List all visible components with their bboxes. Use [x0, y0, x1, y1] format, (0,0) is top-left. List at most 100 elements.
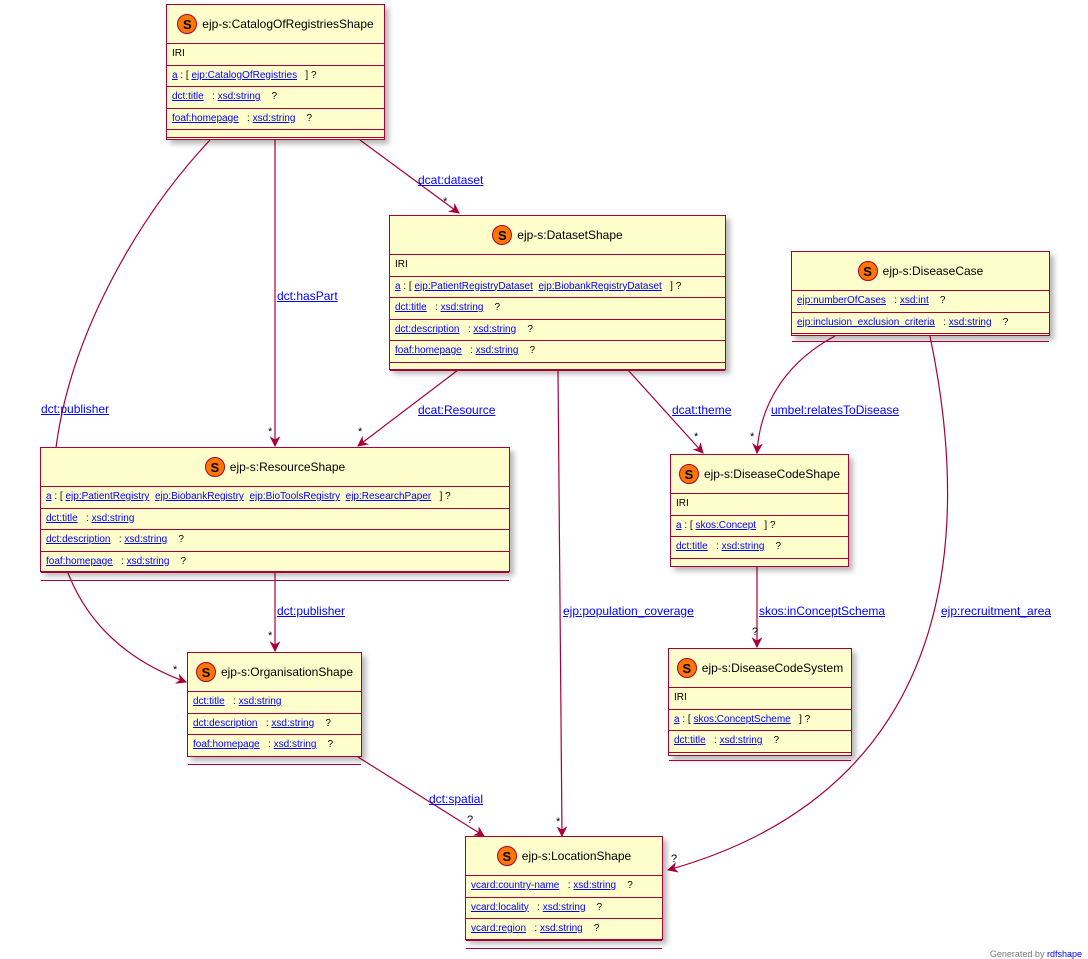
property-name-link[interactable]: vcard:country-name — [471, 880, 560, 891]
shape-s-icon: S — [678, 464, 699, 484]
rdf-type-link[interactable]: a — [46, 491, 52, 502]
property-type-link[interactable]: xsd:string — [273, 739, 317, 750]
property-type-link[interactable]: xsd:string — [217, 91, 261, 102]
type-value-link[interactable]: skos:Concept — [695, 519, 757, 531]
property-row: foaf:homepage : xsd:string ? — [167, 109, 384, 130]
property-type-link[interactable]: xsd:string — [475, 345, 519, 356]
node-divider — [671, 559, 848, 567]
card-dcat-resource: * — [358, 426, 363, 438]
property-name-link[interactable]: vcard:region — [471, 923, 527, 934]
node-title: ejp-s:DiseaseCodeShape — [703, 467, 841, 481]
property-type-link[interactable]: xsd:string — [539, 923, 583, 934]
property-type-link[interactable]: xsd:string — [271, 717, 315, 729]
node-divider — [390, 363, 725, 371]
property-name-link[interactable]: dct:description — [193, 717, 258, 729]
property-type-link[interactable]: xsd:string — [124, 534, 168, 545]
edge-label-catalog-publisher[interactable]: dct:publisher — [41, 402, 110, 416]
rdf-type-link[interactable]: a — [395, 280, 401, 292]
edge-label-in-concept-schema[interactable]: skos:inConceptSchema — [759, 604, 886, 618]
property-type-link[interactable]: xsd:string — [252, 112, 296, 124]
property-cardinality: ? — [627, 880, 633, 891]
property-type-link[interactable]: xsd:string — [473, 323, 517, 335]
property-name-link[interactable]: foaf:homepage — [172, 112, 239, 124]
property-cardinality: ? — [494, 302, 501, 313]
card-dcat-dataset: * — [443, 196, 448, 208]
property-name-link[interactable]: dct:description — [46, 534, 111, 545]
property-type-link[interactable]: xsd:string — [948, 316, 992, 328]
property-name-link[interactable]: foaf:homepage — [395, 345, 462, 356]
type-value-link[interactable]: ejp:ResearchPaper — [345, 491, 432, 502]
node-divider — [41, 573, 509, 581]
edge-label-dcat-resource[interactable]: dcat:Resource — [418, 403, 496, 417]
property-type-link[interactable]: xsd:string — [126, 555, 170, 567]
property-name-link[interactable]: dct:title — [172, 91, 204, 102]
property-type-link[interactable]: xsd:string — [440, 302, 484, 313]
property-type-link[interactable]: xsd:string — [721, 541, 765, 552]
property-name-link[interactable]: dct:description — [395, 323, 460, 335]
rdf-type-link[interactable]: a — [676, 519, 682, 531]
edge-dct-spatial — [357, 756, 485, 837]
type-value-link[interactable]: ejp:BioToolsRegistry — [249, 491, 341, 502]
type-value-link[interactable]: ejp:PatientRegistryDataset — [414, 280, 533, 292]
iri-row: IRI — [669, 688, 851, 710]
property-row: foaf:homepage : xsd:string ? — [188, 735, 361, 757]
card-population-coverage: * — [556, 816, 561, 828]
card-dct-spatial: ? — [467, 814, 474, 826]
type-value-link[interactable]: ejp:BiobankRegistry — [154, 491, 244, 502]
property-type-link[interactable]: xsd:string — [573, 880, 617, 891]
edge-label-dct-haspart[interactable]: dct:hasPart — [277, 289, 338, 303]
type-value-link[interactable]: ejp:BiobankRegistryDataset — [538, 280, 662, 292]
rdf-type-link[interactable]: a — [172, 69, 178, 81]
property-name-link[interactable]: ejp:inclusion_exclusion_criteria — [797, 316, 935, 328]
property-type-link[interactable]: xsd:string — [91, 512, 135, 524]
property-type-link[interactable]: xsd:string — [719, 735, 763, 746]
property-type-link[interactable]: xsd:string — [542, 901, 586, 913]
edge-label-dcat-theme[interactable]: dcat:theme — [672, 403, 732, 417]
bracket-open: : [ — [177, 69, 192, 81]
property-name-link[interactable]: dct:title — [674, 735, 706, 746]
edge-label-recruitment-area[interactable]: ejp:recruitment_area — [941, 604, 1052, 618]
property-name-link[interactable]: foaf:homepage — [46, 555, 113, 567]
property-row: dct:title : xsd:string — [188, 692, 361, 714]
edge-label-resource-publisher[interactable]: dct:publisher — [277, 604, 346, 618]
edge-label-dct-spatial[interactable]: dct:spatial — [429, 792, 484, 806]
property-cardinality: ? — [529, 345, 536, 356]
node-title: ejp-s:DiseaseCodeSystem — [701, 661, 844, 675]
property-name-link[interactable]: dct:title — [395, 302, 427, 313]
type-value-link[interactable]: ejp:CatalogOfRegistries — [191, 69, 298, 81]
type-value-link[interactable]: skos:ConceptScheme — [693, 713, 791, 725]
type-value-link[interactable]: ejp:PatientRegistry — [65, 491, 150, 502]
property-cardinality: ? — [271, 91, 278, 102]
property-name-link[interactable]: dct:title — [193, 696, 225, 707]
edge-recruitment-area — [666, 335, 949, 873]
bracket-open: : [ — [400, 280, 415, 292]
property-type-link[interactable]: xsd:string — [238, 696, 282, 707]
shape-s-icon: S — [177, 14, 198, 34]
footer-link[interactable]: rdfshape — [1046, 949, 1082, 959]
edge-label-population-coverage[interactable]: ejp:population_coverage — [563, 604, 694, 618]
property-name-link[interactable]: dct:title — [676, 541, 708, 552]
edge-label-relates-to-disease[interactable]: umbel:relatesToDisease — [771, 403, 900, 417]
edge-label-dcat-dataset[interactable]: dcat:dataset — [418, 173, 484, 187]
node-divider — [188, 757, 361, 765]
property-name-link[interactable]: foaf:homepage — [193, 739, 260, 750]
property-type-link[interactable]: xsd:int — [899, 295, 929, 306]
property-name-link[interactable]: vcard:locality — [471, 901, 529, 913]
rdf-type-link[interactable]: a — [674, 713, 680, 725]
property-name-link[interactable]: dct:title — [46, 512, 78, 524]
shape-s-icon: S — [857, 261, 878, 281]
property-name-link[interactable]: ejp:numberOfCases — [797, 295, 886, 306]
